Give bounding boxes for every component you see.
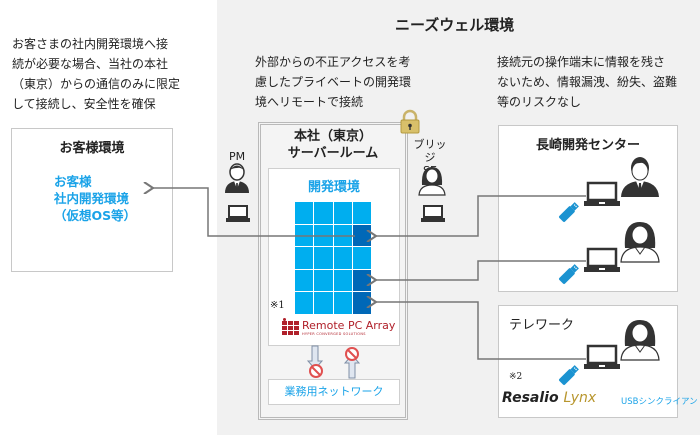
vm-cell [295, 269, 314, 292]
bridge-se-label-line: ブリッジ [413, 138, 447, 164]
customer-dev-line: 社内開発環境 [54, 191, 130, 206]
customer-connection-description: お客さまの社内開発環境へ接 続が必要な場合、当社の本社 （東京）からの通信のみに… [12, 34, 212, 114]
vm-cell [333, 202, 352, 224]
note-line: 慮したプライベートの開発環 [255, 75, 412, 89]
brand-lynx: Lynx [563, 390, 597, 406]
customer-dev-line: お客様 [54, 174, 92, 189]
vm-cell [333, 292, 352, 314]
customer-env-title: お客様環境 [59, 141, 125, 156]
line-server-to-customer [153, 188, 355, 237]
blocked-traffic-icons [306, 345, 361, 379]
usb-stick-icon [559, 264, 579, 284]
rpca-logo-icon [282, 318, 299, 335]
brand-resalio: Resalio [502, 390, 559, 406]
footnote-2: ※2 [509, 372, 523, 382]
resalio-lynx-logo: Resalio Lynx [502, 390, 596, 406]
server-room-title: 本社（東京） サーバールーム [258, 128, 408, 162]
note-line: 接続元の操作端末に情報を残さ [497, 55, 666, 69]
usb-stick-icon [559, 365, 579, 385]
nagasaki-male-person-icon [621, 157, 659, 197]
nagasaki-laptop-icon-1 [584, 181, 620, 206]
vm-cell [314, 292, 333, 314]
lock-icon [400, 109, 420, 134]
vm-cell [295, 247, 314, 269]
desc-line: 続が必要な場合、当社の本社 [12, 57, 169, 71]
note-line: 等のリスクなし [497, 95, 582, 109]
remote-pc-array-logo: Remote PC Array HYPER CONVERGED SOLUTION… [282, 318, 402, 338]
note-line: ないため、情報漏洩、紛失、盗難 [497, 75, 678, 89]
customer-dev-line: （仮想OS等） [54, 208, 137, 223]
private-env-note: 外部からの不正アクセスを考 慮したプライベートの開発環 境へリモートで接続 [255, 52, 455, 112]
pm-label: PM [228, 150, 246, 163]
vm-cell [314, 202, 333, 224]
prohibited-icon [345, 347, 359, 361]
telework-female-person-icon [620, 320, 660, 361]
footnote-1: ※1 [270, 300, 285, 311]
vm-cell [352, 247, 371, 269]
note-line: 境へリモートで接続 [255, 95, 364, 109]
vm-cell [352, 202, 371, 224]
vm-cell [295, 202, 314, 224]
risk-free-note: 接続元の操作端末に情報を残さ ないため、情報漏洩、紛失、盗難 等のリスクなし [497, 52, 697, 112]
usb-thin-client-label: USBシンクライアント [621, 397, 700, 407]
desc-line: お客さまの社内開発環境へ接 [12, 37, 169, 51]
business-network-box: 業務用ネットワーク [268, 379, 400, 405]
vm-cell [295, 292, 314, 314]
pm-person-icon [225, 163, 249, 193]
line-nagasaki-2-to-server [376, 260, 586, 280]
line-nagasaki-1-to-server [376, 195, 586, 236]
line-telework-to-server [376, 302, 586, 360]
product-subtitle: HYPER CONVERGED SOLUTIONS [302, 332, 366, 336]
prohibited-icon [309, 364, 323, 378]
desc-line: （東京）からの通信のみに限定 [12, 77, 181, 91]
pm-laptop-icon [226, 205, 250, 222]
product-name: Remote PC Array [302, 319, 396, 332]
nagasaki-female-person-icon [620, 222, 660, 263]
telework-laptop-icon [584, 344, 620, 369]
vm-cell [314, 269, 333, 292]
customer-env-box: お客様環境 お客様 社内開発環境 （仮想OS等） [11, 128, 173, 272]
bridge-se-laptop-icon [421, 205, 445, 222]
vm-cell [333, 269, 352, 292]
bridge-se-person-icon [418, 167, 446, 196]
nagasaki-title: 長崎開発センター [535, 138, 640, 153]
vm-cell [314, 247, 333, 269]
nagasaki-laptop-icon-2 [584, 247, 620, 272]
server-room-title-line: 本社（東京） [293, 129, 372, 144]
needswell-env-title: ニーズウェル環境 [395, 16, 515, 34]
dev-env-label: 開発環境 [307, 180, 360, 195]
vm-cell [333, 247, 352, 269]
telework-title: テレワーク [509, 318, 575, 333]
note-line: 外部からの不正アクセスを考 [255, 55, 411, 69]
usb-stick-icon [559, 202, 579, 222]
customer-dev-env: お客様 社内開発環境 （仮想OS等） [54, 173, 136, 224]
server-room-title-line: サーバールーム [287, 146, 379, 161]
desc-line: して接続し、安全性を確保 [12, 97, 156, 111]
